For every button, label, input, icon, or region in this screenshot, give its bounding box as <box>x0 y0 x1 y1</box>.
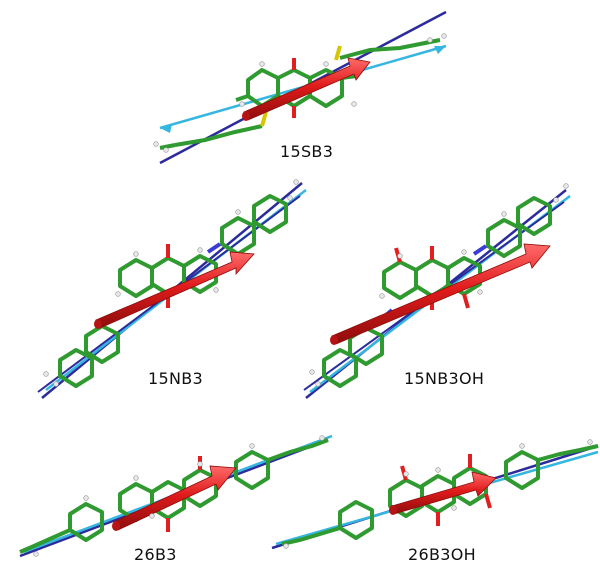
hydrogen-atom <box>153 141 159 147</box>
molecule-26B3OH: 26B3OH <box>271 444 599 564</box>
hydrogen-atoms <box>33 33 593 557</box>
dipole-arrow <box>94 251 255 329</box>
hydrogen-atom <box>213 287 219 293</box>
axis-arrowhead <box>434 46 446 54</box>
hydroxyl-bond <box>484 493 492 509</box>
side-chain <box>281 444 599 546</box>
molecule-15SB3: 15SB3 <box>159 10 447 165</box>
hydrogen-atom <box>33 551 39 557</box>
hydrogen-atom <box>197 247 203 253</box>
nitrogen-bond <box>472 244 488 256</box>
hydrogen-atom <box>553 197 559 203</box>
molecule-label: 15SB3 <box>280 142 333 161</box>
hydrogen-atom <box>323 61 329 67</box>
hydrogen-atom <box>519 443 525 449</box>
molecule-15NB3: 15NB3 <box>37 182 307 399</box>
hydrogen-atom <box>115 291 121 297</box>
hydrogen-atom <box>441 33 447 39</box>
hydrogen-atom <box>461 249 467 255</box>
hydrogen-atom <box>239 101 245 107</box>
hydrogen-atom <box>293 179 299 185</box>
hydrogen-atom <box>379 293 385 299</box>
hydrogen-atom <box>149 513 155 519</box>
hydrogen-atom <box>309 369 315 375</box>
nitrogen-bond <box>206 242 222 254</box>
hydrogen-atom <box>283 543 289 549</box>
molecule-label: 26B3OH <box>408 545 476 564</box>
molecule-26B3: 26B3 <box>19 434 333 564</box>
hydrogen-atom <box>259 61 265 67</box>
hydrogen-atom <box>53 381 59 387</box>
hydrogen-atom <box>315 381 321 387</box>
hydrogen-atom <box>43 371 49 377</box>
hydrogen-atom <box>397 253 403 259</box>
ring-system <box>58 194 288 388</box>
hydrogen-atom <box>319 435 325 441</box>
molecule-label: 15NB3 <box>148 369 203 388</box>
dipole-arrow <box>330 243 551 345</box>
hydrogen-atom <box>477 289 483 295</box>
molecule-15NB3OH: 15NB3OH <box>303 189 571 399</box>
hydrogen-atom <box>403 471 409 477</box>
molecule-label: 26B3 <box>134 545 177 564</box>
sulfur-bond <box>334 45 342 61</box>
axis-arrowhead <box>160 124 172 133</box>
hydrogen-atom <box>287 195 293 201</box>
hydrogen-atom <box>501 211 507 217</box>
dipole-arrow <box>389 471 497 515</box>
dipole-arrow <box>242 57 371 121</box>
hydrogen-atom <box>235 209 241 215</box>
hydrogen-atom <box>133 251 139 257</box>
side-chain <box>19 438 329 554</box>
molecule-label: 15NB3OH <box>404 369 484 388</box>
hydrogen-atom <box>435 467 441 473</box>
dipole-arrow <box>112 465 237 531</box>
hydrogen-atom <box>351 101 357 107</box>
hydrogen-atom <box>451 505 457 511</box>
hydrogen-atom <box>83 495 89 501</box>
hydrogen-atom <box>427 37 433 43</box>
hydroxyl-bond <box>462 293 470 309</box>
hydrogen-atom <box>133 475 139 481</box>
hydrogen-atom <box>587 439 593 445</box>
hydrogen-atom <box>563 183 569 189</box>
hydrogen-atom <box>197 461 203 467</box>
sulfur-bond <box>260 111 268 127</box>
side-chain <box>159 38 441 150</box>
hydrogen-atom <box>249 443 255 449</box>
hydrogen-atom <box>163 147 169 153</box>
